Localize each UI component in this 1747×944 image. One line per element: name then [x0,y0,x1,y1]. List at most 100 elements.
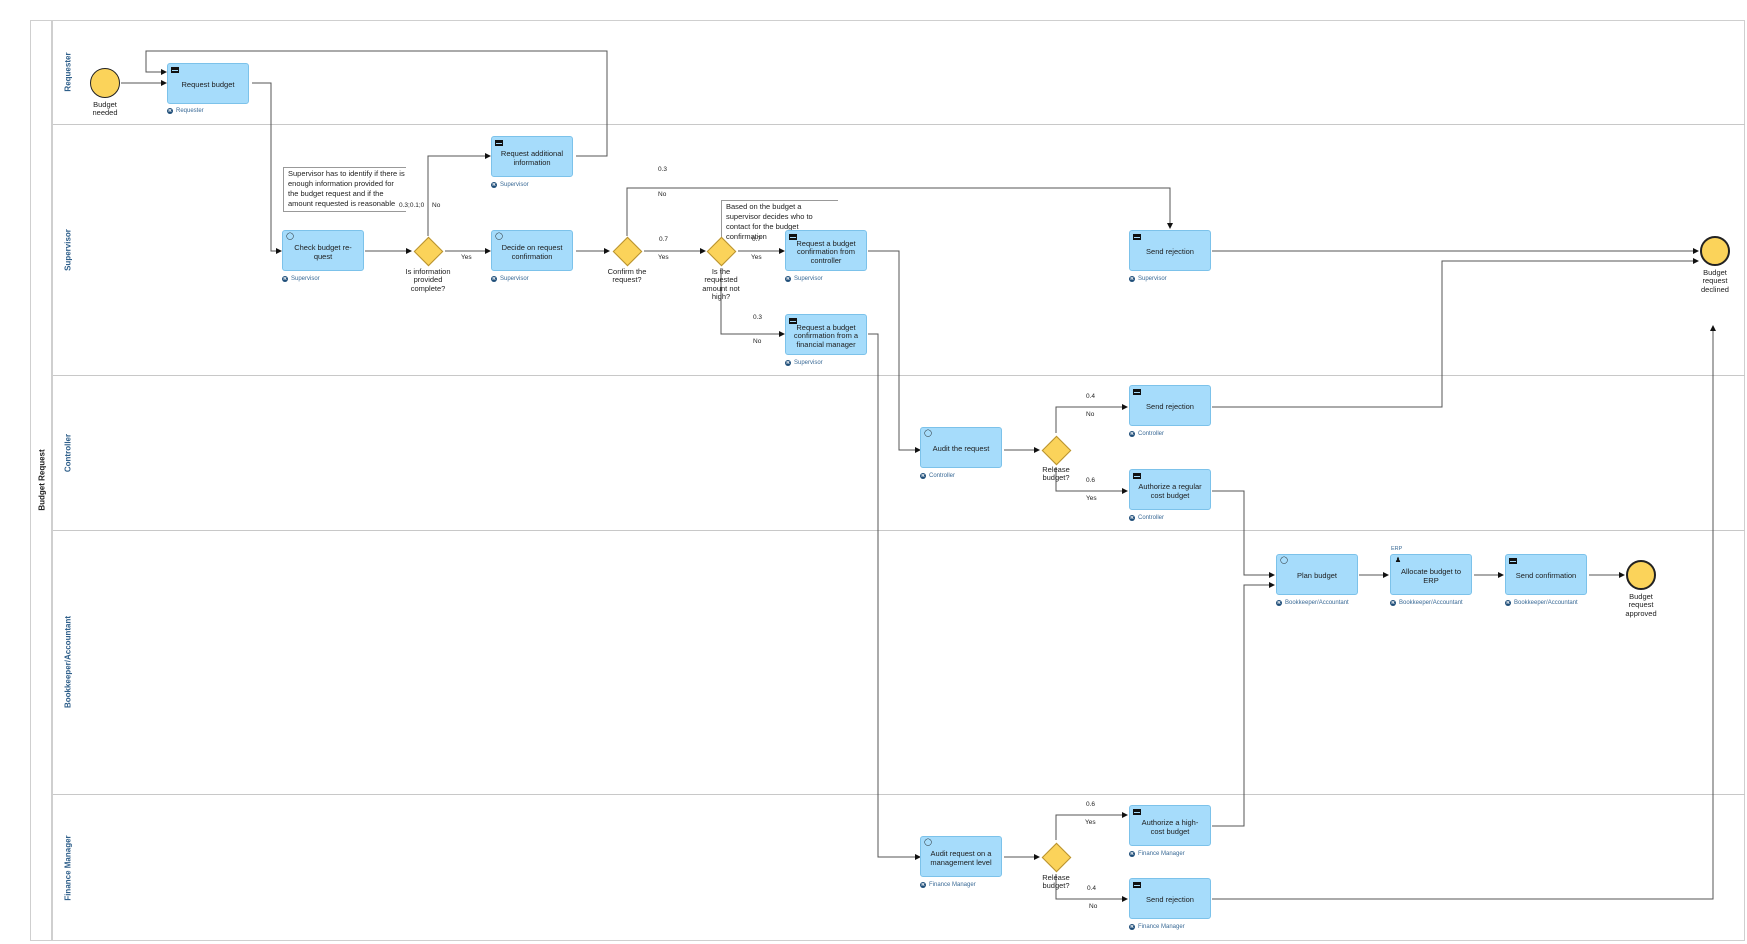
role-icon: R [1129,851,1135,857]
end-event-approved[interactable] [1626,560,1656,590]
task-request-budget[interactable]: Request budget [167,63,249,104]
annotation-supervisor-identify: Supervisor has to identify if there is e… [283,167,406,212]
role-icon: R [785,276,791,282]
envelope-icon [1133,882,1141,888]
flow-label: 0.7 [659,236,669,243]
start-event[interactable] [90,68,120,98]
annotation-supervisor-decides: Based on the budget a supervisor decides… [721,200,838,244]
role-label: Supervisor [794,276,823,282]
task-decide-confirmation[interactable]: ◯ Decide on request confirmation [491,230,573,271]
flow-label: 0.6 [1086,801,1096,808]
flow-rej-ctrl-to-end [1212,258,1699,408]
flow-label: 0.6 [1086,477,1096,484]
role-label: Finance Manager [929,882,976,888]
task-request-additional[interactable]: Request additional information [491,136,573,177]
gateway-release-finance-label: Release budget? [1042,873,1070,891]
flow-request-to-check [252,82,282,254]
flow-rej-fin-to-end [1212,325,1716,900]
role-icon: R [920,473,926,479]
role-icon: R [1129,924,1135,930]
role-icon: R [282,276,288,282]
task-send-rejection-supervisor[interactable]: Send rejection [1129,230,1211,271]
task-authorize-regular[interactable]: Authorize a regular cost budget [1129,469,1211,510]
role-label: Controller [1138,515,1165,521]
role-icon: R [1390,600,1396,606]
task-label: Request a budget confirmation from contr… [796,238,856,265]
flow-label: No [753,338,762,345]
role-label: Finance Manager [1138,851,1185,857]
annotation-text: Supervisor has to identify if there is e… [288,169,405,209]
task-audit-management[interactable]: ◯ Audit request on a management level [920,836,1002,877]
role-label: Requester [176,108,204,114]
task-authorize-high[interactable]: Authorize a high-cost budget [1129,805,1211,846]
role-label: Supervisor [500,276,529,282]
lane-bookkeeper [53,531,1745,795]
task-label: Request a budget confirmation from a fin… [793,322,859,349]
role-icon: R [1129,276,1135,282]
flow-label: Yes [461,254,472,261]
flow-label: Yes [751,254,762,261]
envelope-icon [789,234,797,240]
envelope-icon [1133,473,1141,479]
flow-label: No [658,191,667,198]
flow-label: Yes [1085,819,1096,826]
role-label: Controller [1138,431,1165,437]
manual-task-icon: ◯ [495,233,503,240]
envelope-icon [171,67,179,73]
task-allocate-erp[interactable]: ♟ Allocate budget to ERP [1390,554,1472,595]
end-event-declined-label: Budget request declined [1701,268,1729,294]
flow-gw4-no [1055,404,1128,433]
task-label: Decide on request confirmation [501,242,563,261]
flow-gw3-no [720,268,785,337]
task-send-rejection-controller[interactable]: Send rejection [1129,385,1211,426]
start-event-label: Budget needed [92,100,118,118]
flow-gw1-no [427,153,491,236]
task-label: Send rejection [1146,895,1194,905]
role-icon: R [491,182,497,188]
role-label: Supervisor [291,276,320,282]
task-request-finmgr[interactable]: Request a budget confirmation from a fin… [785,314,867,355]
manual-task-icon: ◯ [924,430,932,437]
role-label: Bookkeeper/Accountant [1514,600,1578,606]
task-check-budget[interactable]: ◯ Check budget re-quest [282,230,364,271]
end-event-declined[interactable] [1700,236,1730,266]
task-label: Request additional information [500,148,564,167]
envelope-icon [1133,234,1141,240]
role-icon: R [920,882,926,888]
task-plan-budget[interactable]: ◯ Plan budget [1276,554,1358,595]
end-event-approved-label: Budget request approved [1625,592,1657,618]
role-icon: R [1276,600,1282,606]
lane-requester [53,20,1745,125]
flow-label: 0.7 [752,236,762,243]
gateway-release-controller-label: Release budget? [1042,465,1070,483]
role-icon: R [1129,431,1135,437]
flow-gw4-yes [1055,467,1128,494]
flow-label: No [1086,411,1095,418]
envelope-icon [1133,389,1141,395]
gateway-confirm-request-label: Confirm the request? [607,267,647,285]
flow-label: No [432,202,441,209]
task-audit-request[interactable]: ◯ Audit the request [920,427,1002,468]
pool [30,20,1745,941]
user-task-icon: ♟ [1394,557,1402,564]
flow-ctrl-to-audit [868,250,921,453]
flow-fin-to-auditmgmt [868,333,921,860]
role-icon: R [785,360,791,366]
envelope-icon [1509,558,1517,564]
system-label-erp: ERP [1391,546,1403,552]
gateway-amount-not-high-label: Is the requested amount not high? [702,267,740,301]
role-label: Bookkeeper/Accountant [1285,600,1349,606]
task-send-rejection-finance[interactable]: Send rejection [1129,878,1211,919]
task-send-confirmation[interactable]: Send confirmation [1505,554,1587,595]
task-label: Authorize a high-cost budget [1141,817,1199,836]
gateway-info-complete-label: Is information provided complete? [405,267,451,293]
task-request-controller[interactable]: Request a budget confirmation from contr… [785,230,867,271]
